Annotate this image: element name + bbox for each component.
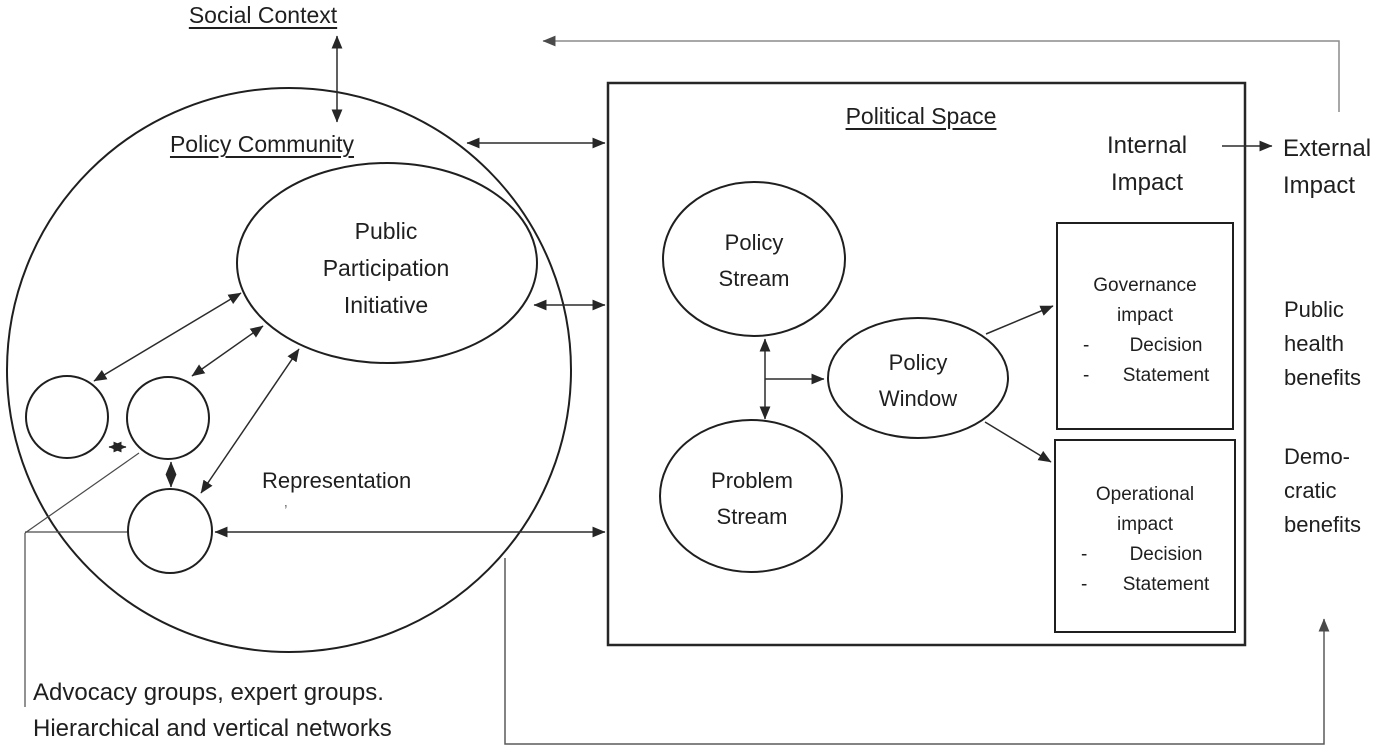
policy-community-circle	[6, 87, 572, 653]
network-circle-b	[126, 376, 210, 460]
community-benefits-feedback-arrow	[504, 558, 1330, 745]
network-b-ppi-arrow	[191, 325, 264, 377]
policy-community-label: Policy Community	[169, 131, 355, 157]
ppi-ellipse	[236, 162, 538, 364]
political-space-label: Political Space	[845, 103, 997, 129]
democratic-benefits-label: Demo- cratic benefits	[1284, 444, 1362, 537]
governance-impact-item-label: Decision	[1129, 335, 1203, 356]
policy-stream-label: Policy Stream	[718, 230, 790, 291]
operational-impact-item-label: Decision	[1129, 544, 1203, 565]
public-health-benefits-label: Public health benefits	[1284, 297, 1362, 390]
external-impact-label: External Impact	[1283, 135, 1372, 199]
advocacy-groups-footnote: Advocacy groups, expert groups. Hierarch…	[33, 679, 392, 742]
governance-impact-item: - Decision	[1057, 331, 1233, 361]
governance-impact-item-label: Statement	[1122, 365, 1210, 386]
political-space-box	[606, 81, 1247, 647]
internal-impact-label: Internal Impact	[1106, 132, 1188, 196]
window-governance-arrow	[985, 305, 1054, 335]
operational-impact-title: Operational impact	[1095, 484, 1195, 535]
governance-impact-title: Governance impact	[1093, 275, 1197, 326]
network-a-ppi-arrow	[93, 292, 242, 382]
operational-impact-item: - Statement	[1055, 570, 1235, 600]
window-operational-arrow	[984, 421, 1052, 463]
policy-stream-circle	[662, 181, 846, 337]
external-impact-feedback-arrow	[542, 35, 1340, 112]
representation-label: Representation	[262, 468, 412, 493]
bullet-dash: -	[1081, 574, 1088, 595]
network-circle-c	[127, 488, 213, 574]
governance-impact-item: - Statement	[1057, 361, 1233, 391]
operational-impact-item-label: Statement	[1122, 574, 1210, 595]
bullet-dash: -	[1083, 365, 1090, 386]
operational-impact-content: Operational impact - Decision - Statemen…	[1055, 440, 1235, 632]
network-circle-a	[25, 375, 109, 459]
social-context-label: Social Context	[188, 2, 338, 28]
network-c-ppi-arrow	[200, 348, 300, 494]
operational-impact-box	[1054, 439, 1236, 633]
operational-impact-item: - Decision	[1055, 540, 1235, 570]
problem-stream-circle	[659, 419, 843, 573]
ppi-label: Public Participation Initiative	[322, 218, 450, 318]
governance-impact-box	[1056, 222, 1234, 430]
governance-impact-content: Governance impact - Decision - Statement	[1057, 223, 1233, 429]
problem-stream-label: Problem Stream	[711, 468, 793, 529]
policy-window-label: Policy Window	[878, 350, 958, 411]
policy-window-ellipse	[827, 317, 1009, 439]
bullet-dash: -	[1083, 335, 1090, 356]
bullet-dash: -	[1081, 544, 1088, 565]
footnote-network-b-line	[24, 452, 140, 534]
stray-mark: ’	[284, 503, 288, 520]
